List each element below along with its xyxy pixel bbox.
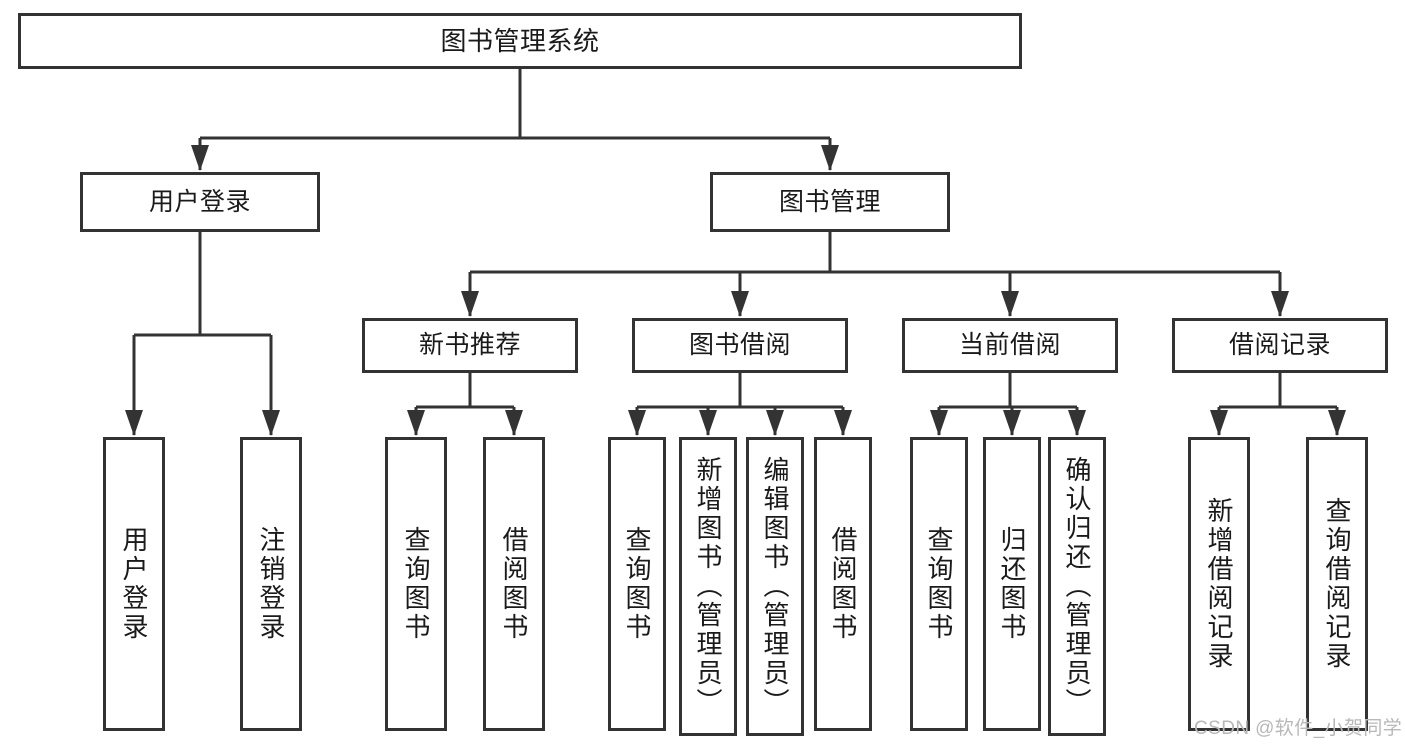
node-label: 注销登录 bbox=[256, 526, 286, 642]
node-leaf-return[interactable]: 归还图书 bbox=[983, 437, 1041, 731]
node-label: 借阅图书 bbox=[499, 526, 529, 642]
node-label: 确认归还（管理员） bbox=[1062, 456, 1092, 717]
node-label: 归还图书 bbox=[997, 526, 1027, 642]
node-leaf-add-book[interactable]: 新增图书（管理员） bbox=[679, 437, 737, 736]
node-leaf-logout[interactable]: 注销登录 bbox=[240, 437, 302, 731]
node-leaf-edit-book[interactable]: 编辑图书（管理员） bbox=[746, 437, 804, 736]
node-label: 用户登录 bbox=[119, 526, 149, 642]
node-label: 查询图书 bbox=[401, 526, 431, 642]
node-label: 编辑图书（管理员） bbox=[760, 456, 790, 717]
node-label: 图书管理 bbox=[778, 187, 881, 216]
node-leaf-borrow-2[interactable]: 借阅图书 bbox=[814, 437, 872, 731]
node-borrow-log[interactable]: 借阅记录 bbox=[1172, 318, 1388, 373]
node-cur-borrow[interactable]: 当前借阅 bbox=[902, 318, 1118, 373]
node-label: 图书管理系统 bbox=[440, 25, 600, 56]
node-label: 借阅记录 bbox=[1228, 331, 1331, 359]
node-user-login[interactable]: 用户登录 bbox=[80, 172, 320, 232]
node-book-borrow[interactable]: 图书借阅 bbox=[632, 318, 848, 373]
node-leaf-add-log[interactable]: 新增借阅记录 bbox=[1188, 437, 1250, 731]
node-label: 用户登录 bbox=[148, 187, 251, 216]
node-label: 新增图书（管理员） bbox=[693, 456, 723, 717]
node-leaf-borrow-1[interactable]: 借阅图书 bbox=[483, 437, 545, 731]
node-label: 当前借阅 bbox=[958, 331, 1061, 359]
node-label: 新增借阅记录 bbox=[1204, 497, 1234, 671]
node-label: 借阅图书 bbox=[828, 526, 858, 642]
node-label: 查询图书 bbox=[924, 526, 954, 642]
node-new-rec[interactable]: 新书推荐 bbox=[362, 318, 578, 373]
node-root[interactable]: 图书管理系统 bbox=[18, 13, 1022, 69]
node-label: 查询借阅记录 bbox=[1322, 497, 1352, 671]
node-leaf-query-2[interactable]: 查询图书 bbox=[608, 437, 666, 731]
node-leaf-query-1[interactable]: 查询图书 bbox=[385, 437, 447, 731]
node-leaf-query-3[interactable]: 查询图书 bbox=[910, 437, 968, 731]
node-leaf-query-log[interactable]: 查询借阅记录 bbox=[1306, 437, 1368, 731]
node-leaf-confirm[interactable]: 确认归还（管理员） bbox=[1048, 437, 1106, 736]
node-label: 查询图书 bbox=[622, 526, 652, 642]
node-leaf-login[interactable]: 用户登录 bbox=[103, 437, 165, 731]
node-label: 新书推荐 bbox=[418, 331, 521, 359]
node-book-mgmt[interactable]: 图书管理 bbox=[710, 172, 950, 232]
node-label: 图书借阅 bbox=[688, 331, 791, 359]
csdn-watermark: CSDN @软件_小贺同学 bbox=[1194, 718, 1403, 739]
